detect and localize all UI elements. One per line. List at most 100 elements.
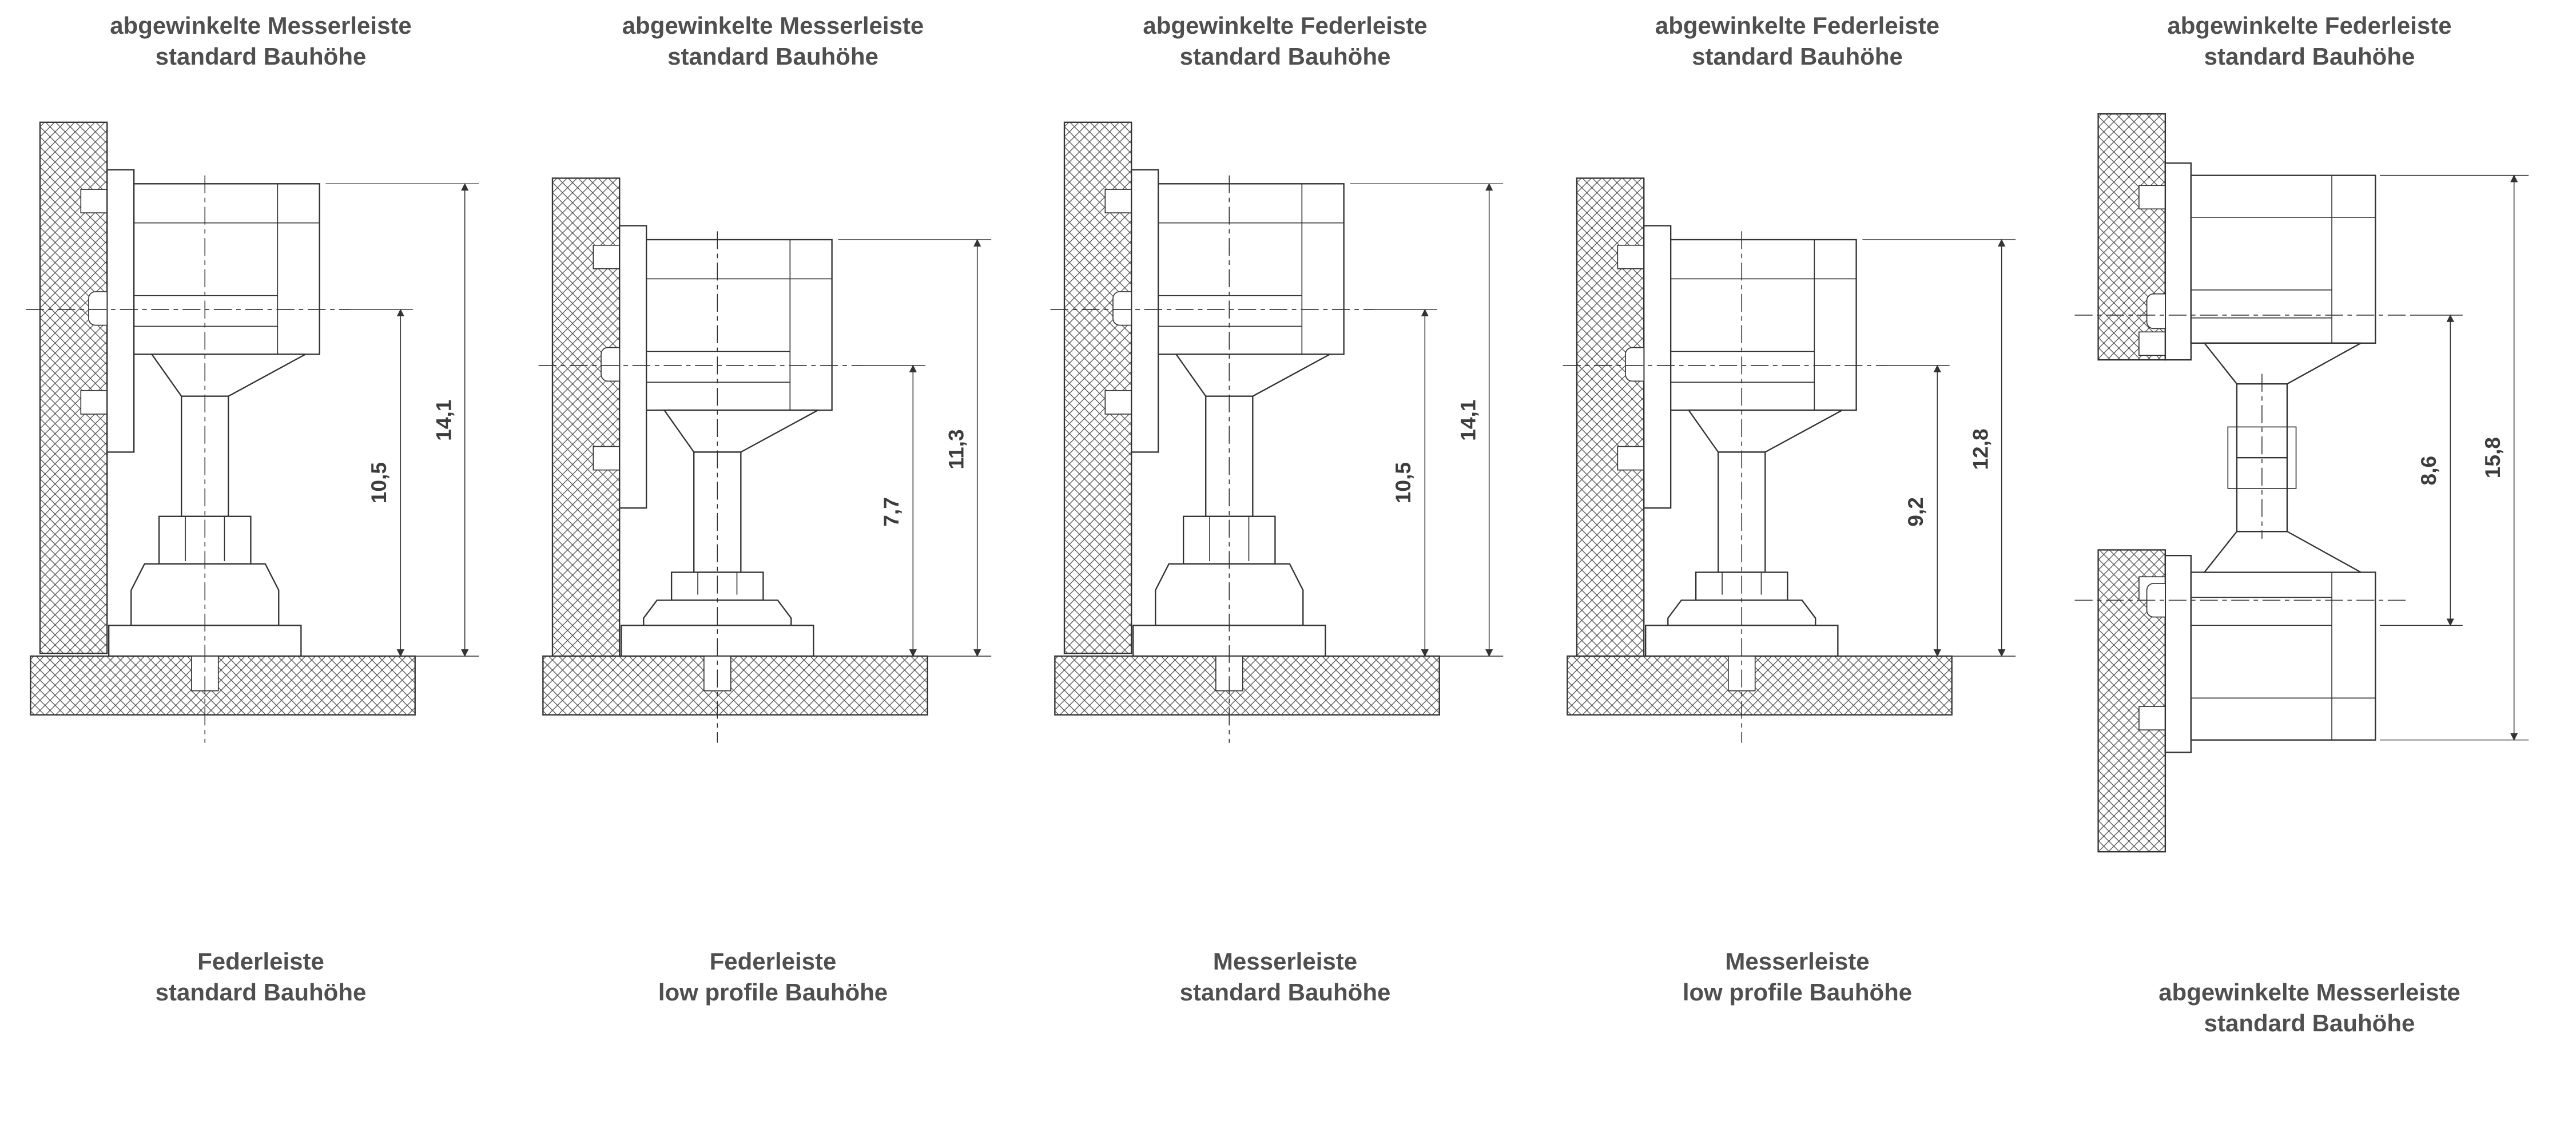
body-detail-lines bbox=[2191, 175, 2376, 343]
top-label-line2: standard Bauhöhe bbox=[155, 42, 367, 70]
press-fit-tab bbox=[592, 446, 620, 471]
panel-bottom-label: Federleiste low profile Bauhöhe bbox=[658, 946, 888, 1008]
angled-connector-flange bbox=[106, 169, 135, 453]
drawing-geometry bbox=[30, 121, 416, 716]
top-label-line1: abgewinkelte Messerleiste bbox=[622, 12, 924, 39]
contact-bump bbox=[2146, 293, 2166, 329]
contact-bump bbox=[2146, 583, 2166, 618]
dimension-label-outer: 11,3 bbox=[944, 429, 968, 469]
connector-funnel-top bbox=[2203, 342, 2362, 385]
bottom-label-line2: low profile Bauhöhe bbox=[658, 978, 888, 1006]
drawing-geometry bbox=[1566, 177, 1953, 716]
technical-drawing: 11,3 7,7 bbox=[538, 177, 991, 743]
angled-connector-group bbox=[1576, 177, 1857, 657]
top-label-line1: abgewinkelte Federleiste bbox=[1143, 12, 1428, 39]
pcb-horizontal bbox=[1054, 655, 1440, 716]
technical-drawing: 15,8 8,6 bbox=[2074, 113, 2529, 853]
angled-connector-body bbox=[1157, 183, 1345, 355]
technical-drawing: 14,1 10,5 bbox=[1050, 121, 1504, 743]
body-detail-lines bbox=[646, 240, 832, 411]
top-label-line2: standard Bauhöhe bbox=[1692, 42, 1903, 70]
top-label-line1: abgewinkelte Federleiste bbox=[1655, 12, 1940, 39]
bottom-label-line1: Federleiste bbox=[197, 948, 324, 975]
press-fit-tab bbox=[80, 390, 108, 415]
angled-connector-flange-top bbox=[2164, 162, 2192, 361]
bottom-label-line2: low profile Bauhöhe bbox=[1682, 978, 1913, 1006]
connector-funnel bbox=[1687, 409, 1843, 453]
dimension-label-inner: 10,5 bbox=[367, 462, 391, 503]
dimension-outer: 11,3 bbox=[837, 239, 991, 657]
dimension-label-inner: 7,7 bbox=[878, 497, 903, 527]
connector-funnel bbox=[1175, 353, 1330, 397]
pcb-horizontal bbox=[1566, 655, 1953, 716]
top-label-line2: standard Bauhöhe bbox=[667, 42, 878, 70]
body-detail-lines bbox=[134, 184, 320, 355]
panel-bottom-label: Messerleiste low profile Bauhöhe bbox=[1683, 946, 1912, 1008]
panel-top-label: abgewinkelte Messerleiste standard Bauhö… bbox=[110, 10, 412, 78]
dimension-label-outer: 14,1 bbox=[1456, 400, 1480, 441]
bottom-label-line2: standard Bauhöhe bbox=[1179, 978, 1391, 1006]
technical-drawing: 14,1 10,5 bbox=[26, 121, 479, 743]
dimension-outer: 12,8 bbox=[1862, 239, 2016, 657]
panel-bottom-label: Messerleiste standard Bauhöhe bbox=[1180, 946, 1391, 1008]
drawing-geometry bbox=[542, 177, 928, 716]
angled-connector-group bbox=[551, 177, 833, 657]
connector-funnel-bottom bbox=[2203, 530, 2362, 573]
contact-bump bbox=[1112, 291, 1132, 326]
mating-shroud bbox=[2227, 426, 2297, 489]
dimension-label-outer: 15,8 bbox=[2480, 437, 2505, 478]
top-label-line2: standard Bauhöhe bbox=[2204, 42, 2415, 70]
bottom-label-line1: Messerleiste bbox=[1725, 948, 1870, 975]
connector-panel-4: abgewinkelte Federleiste standard Bauhöh… bbox=[1548, 10, 2047, 1008]
dimension-outer: 14,1 bbox=[1350, 182, 1504, 657]
pcb-horizontal bbox=[542, 655, 928, 716]
diagram-row: abgewinkelte Messerleiste standard Bauhö… bbox=[11, 10, 2559, 1039]
body-detail-lines bbox=[1158, 184, 1344, 355]
dimension-label-inner: 9,2 bbox=[1903, 497, 1927, 527]
connector-panel-1: abgewinkelte Messerleiste standard Bauhö… bbox=[11, 10, 510, 1008]
contact-bump bbox=[600, 347, 620, 382]
press-fit-tab bbox=[2138, 185, 2166, 210]
top-label-line2: standard Bauhöhe bbox=[1179, 42, 1391, 70]
dimension-inner: 10,5 bbox=[1374, 308, 1437, 657]
panel-bottom-label: abgewinkelte Messerleiste standard Bauhö… bbox=[2158, 977, 2460, 1039]
drawing-geometry bbox=[2097, 113, 2376, 853]
dimension-outer: 14,1 bbox=[325, 182, 479, 657]
contact-bump bbox=[1624, 347, 1644, 382]
contact-bump bbox=[88, 291, 108, 326]
stem-inside-lines bbox=[697, 572, 737, 595]
panel-top-label: abgewinkelte Federleiste standard Bauhöh… bbox=[1655, 10, 1939, 78]
bottom-label-line2: standard Bauhöhe bbox=[2204, 1009, 2415, 1036]
bottom-label-line1: Messerleiste bbox=[1213, 948, 1358, 975]
dimension-label-inner: 8,6 bbox=[2416, 456, 2440, 486]
press-fit-tab bbox=[592, 244, 620, 269]
angled-connector-body bbox=[1669, 239, 1857, 411]
dimension-label-outer: 14,1 bbox=[431, 400, 455, 441]
angled-connector-body bbox=[645, 239, 833, 411]
pcb-horizontal bbox=[30, 655, 416, 716]
angled-connector-body-bottom bbox=[2190, 571, 2376, 741]
press-fit-tab bbox=[1104, 189, 1132, 213]
dimension-inner: 10,5 bbox=[350, 308, 413, 657]
dimension-label-outer: 12,8 bbox=[1968, 428, 1992, 470]
press-fit-tab bbox=[1616, 244, 1644, 269]
press-fit-tab bbox=[2138, 706, 2166, 730]
angled-connector-body-top bbox=[2190, 174, 2376, 344]
body-detail-lines bbox=[2191, 572, 2376, 740]
dimension-label-inner: 10,5 bbox=[1391, 462, 1415, 503]
panel-top-label: abgewinkelte Federleiste standard Bauhöh… bbox=[2167, 10, 2451, 78]
stem-inside-lines bbox=[185, 516, 225, 561]
angled-connector-flange bbox=[1131, 169, 1159, 453]
connector-panel-5: abgewinkelte Federleiste standard Bauhöh… bbox=[2060, 10, 2559, 1039]
press-fit-tab bbox=[1616, 446, 1644, 471]
press-fit-tab bbox=[2138, 331, 2166, 356]
press-fit-tab bbox=[80, 189, 108, 213]
panel-top-label: abgewinkelte Federleiste standard Bauhöh… bbox=[1143, 10, 1427, 78]
panel-top-label: abgewinkelte Messerleiste standard Bauhö… bbox=[622, 10, 924, 78]
bottom-label-line2: standard Bauhöhe bbox=[155, 978, 367, 1006]
bottom-label-line1: Federleiste bbox=[709, 948, 837, 975]
body-detail-lines bbox=[1670, 240, 1857, 411]
press-fit-tab bbox=[1104, 390, 1132, 415]
drawing-geometry bbox=[1054, 121, 1440, 716]
connector-panel-2: abgewinkelte Messerleiste standard Bauhö… bbox=[524, 10, 1023, 1008]
